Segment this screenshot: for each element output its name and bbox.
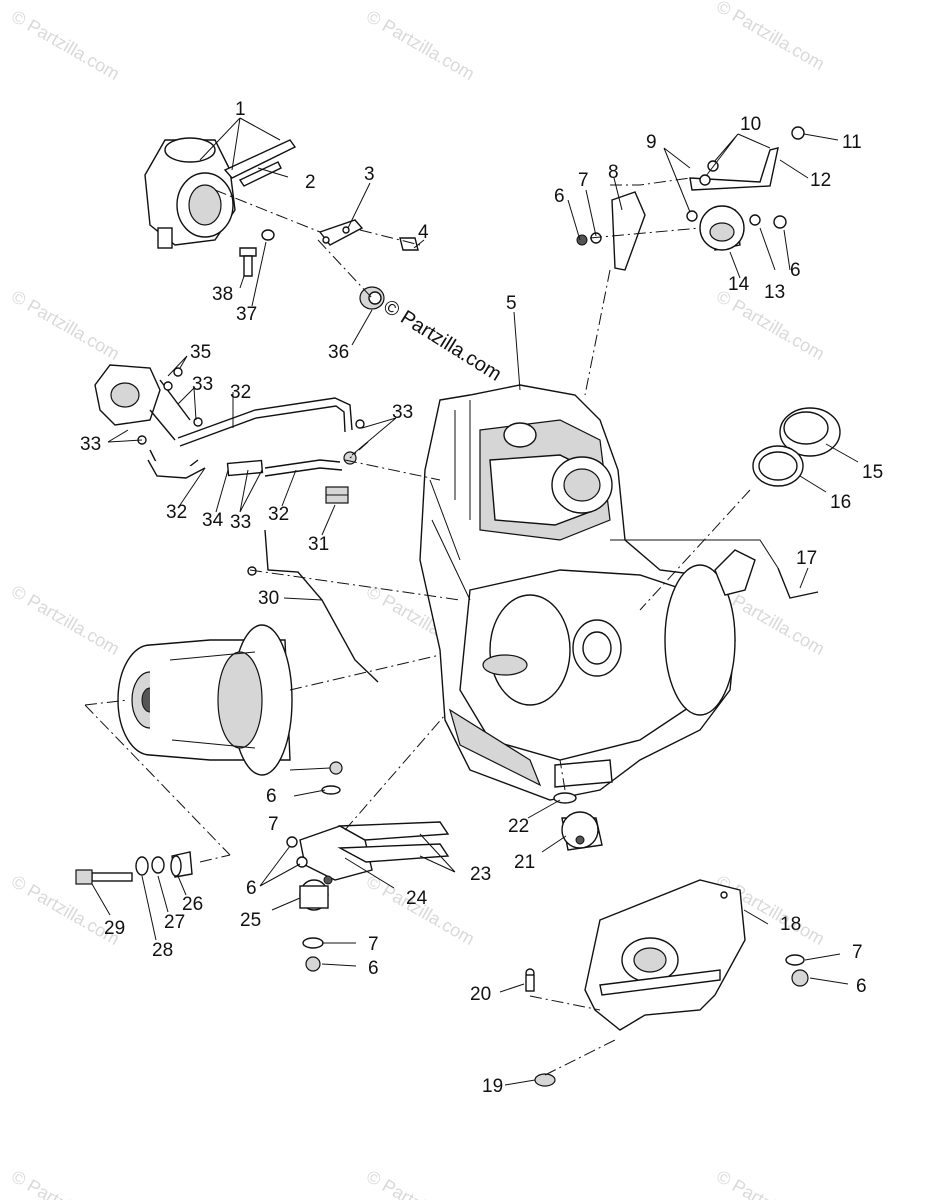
callout-29: 29 xyxy=(104,918,125,939)
callout-7d: 7 xyxy=(368,934,379,955)
callout-labels: 1 2 3 4 5 6 7 8 9 10 11 12 6 13 14 15 16… xyxy=(80,99,883,1097)
engine-assembly xyxy=(419,384,756,801)
callout-27: 27 xyxy=(164,912,185,933)
callout-11: 11 xyxy=(842,132,862,153)
callout-5: 5 xyxy=(506,293,517,314)
fuel-pump-and-hoses xyxy=(94,364,365,479)
callout-24: 24 xyxy=(406,888,428,909)
vent-tube xyxy=(610,539,819,599)
watermark: © Partzilla.com xyxy=(713,0,828,74)
callout-7c: 7 xyxy=(268,814,279,835)
callout-37: 37 xyxy=(236,304,257,325)
callout-19: 19 xyxy=(482,1076,503,1097)
watermark: © Partzilla.com xyxy=(8,286,123,364)
callout-21: 21 xyxy=(514,852,535,873)
rear-engine-mount xyxy=(553,792,603,851)
callout-26: 26 xyxy=(182,894,203,915)
hose-clamp xyxy=(325,486,349,504)
callout-33b: 33 xyxy=(80,434,101,455)
callout-22: 22 xyxy=(508,816,529,837)
callout-6c: 6 xyxy=(856,976,867,997)
callout-6d: 6 xyxy=(246,878,257,899)
breather-hose-assembly xyxy=(576,126,805,271)
watermark: © Partzilla.com xyxy=(713,1166,828,1200)
callout-34: 34 xyxy=(202,510,224,531)
callout-35: 35 xyxy=(190,342,211,363)
callout-15: 15 xyxy=(862,462,883,483)
watermark: © Partzilla.com xyxy=(8,581,123,659)
watermark: © Partzilla.com xyxy=(8,1166,123,1200)
skid-plate xyxy=(525,879,809,1087)
carburetor xyxy=(144,137,297,249)
callout-4: 4 xyxy=(418,222,429,243)
callout-23: 23 xyxy=(470,864,491,885)
watermark: © Partzilla.com xyxy=(363,6,478,84)
callout-30: 30 xyxy=(258,588,279,609)
callout-18: 18 xyxy=(780,914,801,935)
air-boot-and-clamp xyxy=(752,407,841,487)
callout-32b: 32 xyxy=(166,502,187,523)
callout-8: 8 xyxy=(608,162,619,183)
watermark: © Partzilla.com xyxy=(363,871,478,949)
callout-25: 25 xyxy=(240,910,261,931)
callout-31: 31 xyxy=(308,534,329,555)
callout-14: 14 xyxy=(728,274,750,295)
callout-1: 1 xyxy=(235,99,246,120)
callout-6e: 6 xyxy=(266,786,277,807)
callout-36: 36 xyxy=(328,342,349,363)
callout-10: 10 xyxy=(740,114,761,135)
callout-3: 3 xyxy=(364,164,375,185)
watermark: © Partzilla.com xyxy=(363,1166,478,1200)
watermark: © Partzilla.com xyxy=(8,6,123,84)
callout-33d: 33 xyxy=(392,402,413,423)
callout-32c: 32 xyxy=(230,382,251,403)
callout-12: 12 xyxy=(810,170,831,191)
callout-6b: 6 xyxy=(790,260,801,281)
brand-watermark: © Partzilla.com xyxy=(379,296,505,386)
ground-cable xyxy=(247,529,379,683)
callout-2: 2 xyxy=(305,172,316,193)
callout-20: 20 xyxy=(470,984,491,1005)
callout-16: 16 xyxy=(830,492,851,513)
callout-9: 9 xyxy=(646,132,657,153)
callout-6f: 6 xyxy=(368,958,379,979)
callout-6: 6 xyxy=(554,186,565,207)
callout-33a: 33 xyxy=(230,512,251,533)
leader-lines xyxy=(84,117,859,1086)
callout-32a: 32 xyxy=(268,504,289,525)
callout-17: 17 xyxy=(796,548,817,569)
drive-clutch xyxy=(117,624,293,776)
callout-38: 38 xyxy=(212,284,233,305)
callout-33c: 33 xyxy=(192,374,213,395)
callout-7b: 7 xyxy=(852,942,863,963)
callout-28: 28 xyxy=(152,940,173,961)
clutch-bolt-kit xyxy=(75,851,193,885)
callout-13: 13 xyxy=(764,282,785,303)
callout-7: 7 xyxy=(578,170,589,191)
